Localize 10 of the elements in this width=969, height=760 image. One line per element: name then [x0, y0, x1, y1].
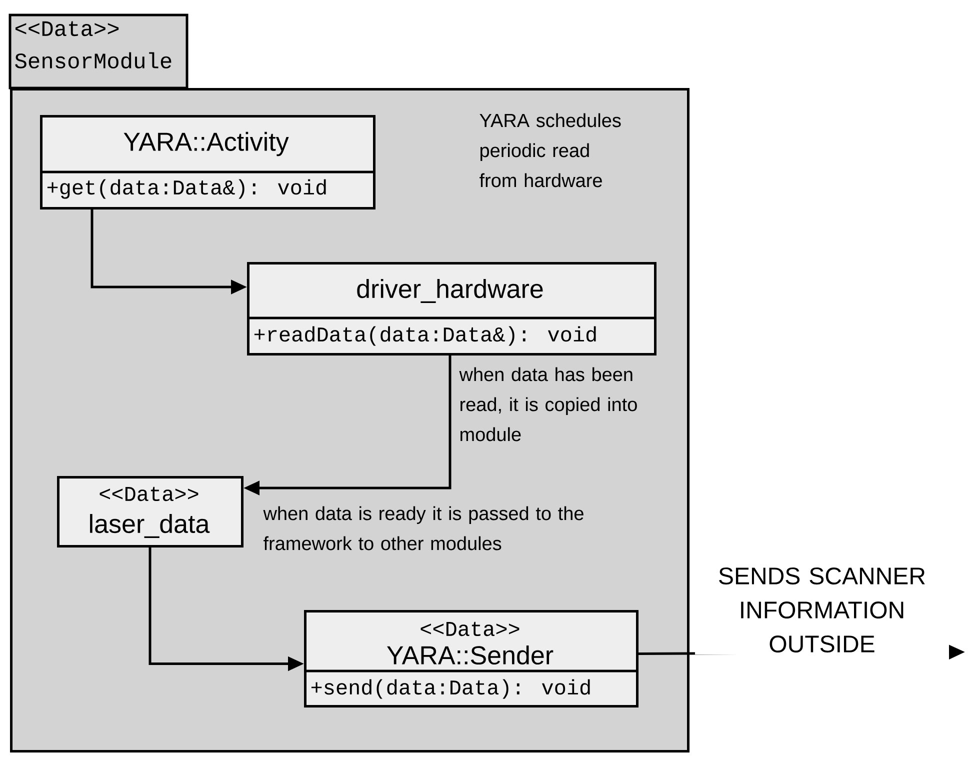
class-box: YARA::Activity +get(data:Data&): void	[40, 115, 376, 210]
note-text: when data is ready it is passed to the framework to other modules	[263, 506, 584, 550]
node-label: <<Data>>	[16, 21, 119, 36]
class-box: <<Data>> YARA::Sender +send(data:Data): void	[304, 610, 638, 708]
node-label: SensorModule	[15, 52, 172, 68]
class-box: driver_hardware +readData(data:Data&): void	[247, 262, 656, 356]
edge-label: SENDS SCANNER INFORMATION OUTSIDE	[695, 566, 949, 654]
class-box: <<Data>> laser_data	[57, 476, 244, 548]
note-text: when data has been read, it is copied into module	[459, 367, 637, 442]
note-text: YARA schedules periodic read from hardware	[480, 113, 621, 188]
